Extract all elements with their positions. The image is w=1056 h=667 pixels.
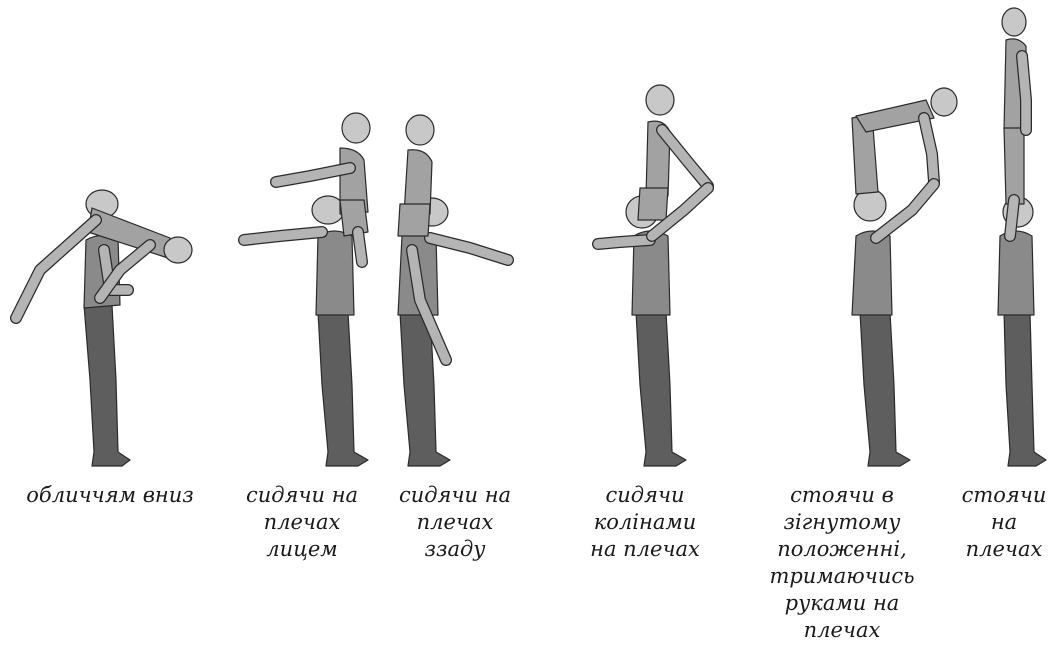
caption-sitting-facing: сидячи на плечах лицем <box>232 482 372 563</box>
caption-line: стоячи <box>955 482 1053 509</box>
caption-line: колінами <box>575 509 715 536</box>
caption-sitting-behind: сидячи на плечах ззаду <box>390 482 520 563</box>
figure-standing-bent <box>852 88 957 466</box>
caption-line: стоячи в <box>762 482 922 509</box>
caption-line: обличчям вниз <box>10 482 210 509</box>
caption-line: сидячи на <box>232 482 372 509</box>
caption-line: зігнутому <box>762 509 922 536</box>
caption-line: положенні, <box>762 536 922 563</box>
figure-sitting-facing <box>244 113 370 466</box>
caption-line: лицем <box>232 536 372 563</box>
caption-line: сидячи на <box>390 482 520 509</box>
caption-line: плечах <box>232 509 372 536</box>
caption-line: ззаду <box>390 536 520 563</box>
caption-line: плечах <box>955 536 1053 563</box>
caption-line: на <box>955 509 1053 536</box>
caption-kneeling: сидячи колінами на плечах <box>575 482 715 563</box>
caption-line: на плечах <box>575 536 715 563</box>
caption-line: тримаючись <box>762 563 922 590</box>
caption-line: плечах <box>390 509 520 536</box>
caption-face-down: обличчям вниз <box>10 482 210 509</box>
caption-standing-bent: стоячи в зігнутому положенні, тримаючись… <box>762 482 922 644</box>
figure-kneeling <box>598 85 708 466</box>
figure-sitting-behind <box>398 115 508 466</box>
caption-line: плечах <box>762 617 922 644</box>
figure-standing-on-shoulders <box>998 8 1046 466</box>
caption-standing-on-shoulders: стоячи на плечах <box>955 482 1053 563</box>
caption-line: руками на <box>762 590 922 617</box>
caption-line: сидячи <box>575 482 715 509</box>
figure-face-down <box>16 190 192 466</box>
